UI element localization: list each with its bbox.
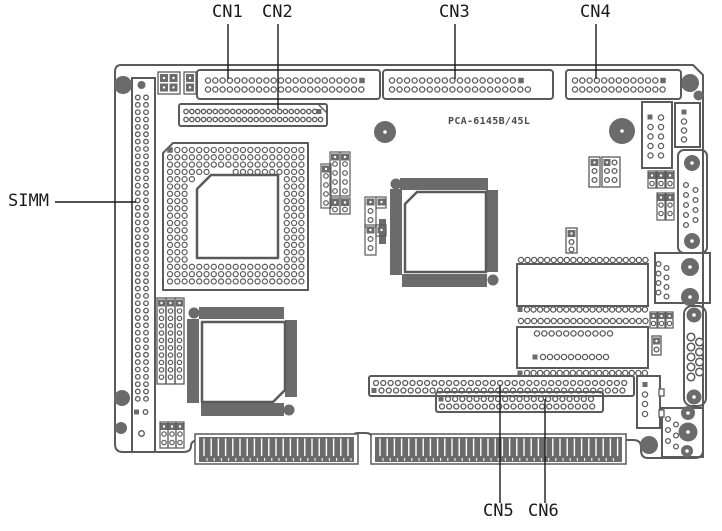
mounting-holes <box>114 74 704 454</box>
keyboard-connector <box>641 101 673 169</box>
label-cn4: CN4 <box>580 2 611 22</box>
dip-chip-2 <box>516 317 649 377</box>
cn6-connector <box>435 391 604 413</box>
label-simm: SIMM <box>8 191 49 211</box>
cn2-connector <box>178 103 328 127</box>
qfp-chip-center <box>379 178 499 287</box>
label-cn5: CN5 <box>483 501 514 521</box>
cn3-connector <box>382 69 554 100</box>
power-connector <box>674 102 701 148</box>
buzzer-components <box>374 118 635 144</box>
dsub-connector-top <box>677 149 708 254</box>
dsub-connector-middle <box>654 252 711 306</box>
power-header-connector <box>636 375 665 429</box>
label-cn6: CN6 <box>528 501 559 521</box>
label-cn1: CN1 <box>212 2 243 22</box>
db9-serial-connector <box>683 305 707 407</box>
cn1-connector <box>196 69 381 100</box>
jumper-blocks <box>156 71 675 449</box>
pga-cpu-socket <box>162 142 309 291</box>
isa-edge-connector <box>194 433 627 465</box>
label-cn3: CN3 <box>439 2 470 22</box>
silkscreen-model-text: PCA-6145B/45L <box>448 116 531 127</box>
qfp-chip-bottom-left <box>187 307 297 416</box>
simm-socket <box>131 77 156 453</box>
leader-lines <box>55 24 597 503</box>
dip-chip-1 <box>516 256 649 313</box>
bottom-right-connector <box>661 406 704 458</box>
label-cn2: CN2 <box>262 2 293 22</box>
cn4-connector <box>565 69 682 100</box>
